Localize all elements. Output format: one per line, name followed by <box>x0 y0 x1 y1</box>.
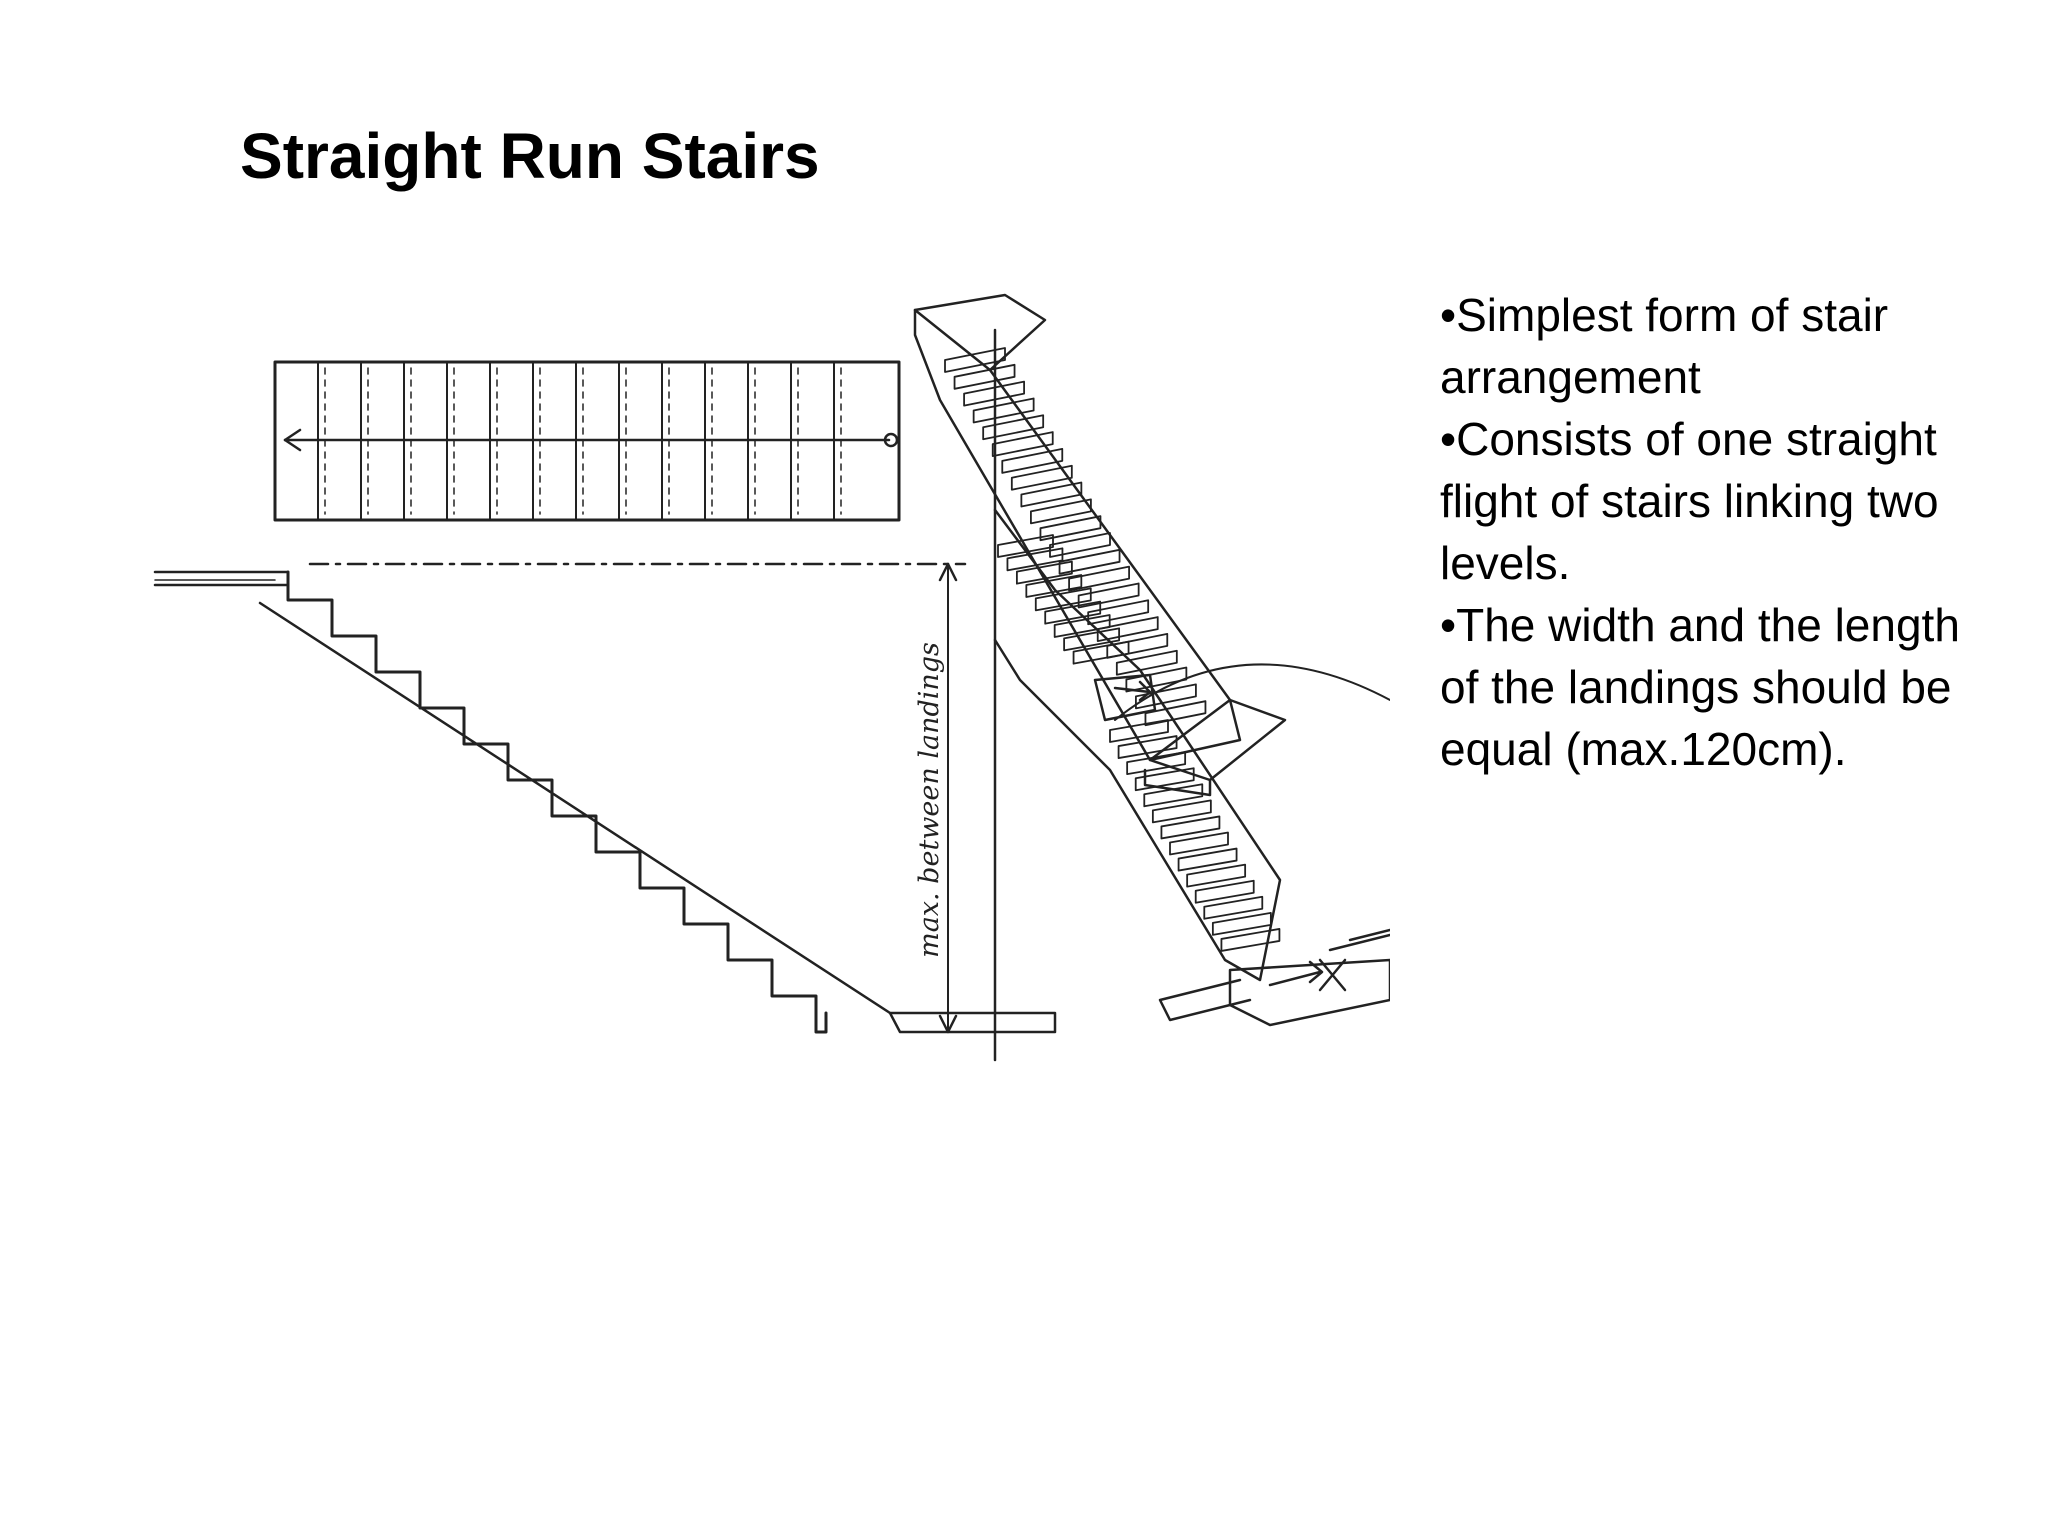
iso-step <box>1039 515 1102 542</box>
iso-step <box>1109 719 1169 743</box>
iso-step <box>997 534 1054 558</box>
iso-step <box>1211 911 1272 936</box>
bullet-text: Consists of one straight flight of stair… <box>1440 413 1939 589</box>
iso-step <box>1115 649 1178 676</box>
iso-step <box>1126 751 1187 776</box>
iso-step <box>1020 481 1083 508</box>
iso-step <box>1034 587 1092 612</box>
mid-landing <box>1093 673 1157 722</box>
iso-step <box>1160 815 1221 840</box>
iso-step <box>1072 640 1130 665</box>
iso-step <box>1220 928 1281 952</box>
bullet-mark: • <box>1440 599 1457 651</box>
iso-step <box>963 380 1025 407</box>
bottom-landing-arrow <box>1268 960 1324 987</box>
iso-step <box>1063 627 1121 652</box>
cross-mark <box>1318 958 1347 992</box>
iso-step <box>1015 560 1073 585</box>
bottom-landing-left <box>1158 978 1252 1022</box>
iso-step <box>1049 532 1111 558</box>
iso-step <box>1117 735 1178 759</box>
plan-outline <box>273 360 901 522</box>
bullet-item: •The width and the length of the landing… <box>1440 594 2000 780</box>
iso-step <box>1169 831 1229 856</box>
iso-step <box>1053 614 1111 638</box>
iso-step <box>1106 633 1169 659</box>
bottom-landing-right <box>1328 928 1390 952</box>
iso-step <box>1001 448 1064 474</box>
upper-flight-top-landing <box>913 293 1047 372</box>
iso-step <box>1134 767 1195 792</box>
plan-start-circle <box>883 432 899 448</box>
iso-step <box>1177 847 1238 872</box>
upper-flight-outline <box>913 308 1242 762</box>
stair-plan-view <box>273 360 901 522</box>
iso-step <box>944 347 1006 373</box>
iso-step <box>1186 863 1247 888</box>
lower-landing-slab <box>888 1011 1057 1034</box>
dimension-arrow-top <box>938 562 958 582</box>
iso-step <box>1068 565 1130 592</box>
section-soffit-line <box>258 601 892 1015</box>
iso-step <box>1203 895 1264 920</box>
dimension-label: max. between landings <box>914 642 945 958</box>
plan-arrow-head <box>283 428 302 452</box>
iso-step <box>1044 600 1102 625</box>
iso-step <box>972 397 1035 424</box>
iso-step <box>1058 548 1121 575</box>
iso-step <box>1151 799 1212 824</box>
upper-flight-steps <box>944 347 1207 727</box>
mid-landing-arrow <box>1113 680 1152 702</box>
iso-step <box>1144 700 1207 727</box>
lower-flight-steps <box>997 534 1281 952</box>
upper-flight-bottom-landing <box>1148 698 1287 782</box>
section-step-profile <box>286 570 828 1034</box>
bullet-item: •Simplest form of stair arrangement <box>1440 284 2000 408</box>
dimension-arrow-bottom <box>938 1014 958 1034</box>
iso-step <box>1030 498 1092 525</box>
iso-step <box>982 414 1045 441</box>
bullet-list: •Simplest form of stair arrangement •Con… <box>1440 284 2000 780</box>
iso-step <box>1143 783 1204 808</box>
iso-step <box>1010 464 1073 491</box>
stair-diagram: max. between landings <box>150 280 1390 1080</box>
bullet-text: The width and the length of the landings… <box>1440 599 1960 775</box>
slide-title: Straight Run Stairs <box>240 120 820 192</box>
bottom-landing <box>1228 958 1390 1027</box>
iso-step <box>1194 879 1255 904</box>
bullet-text: Simplest form of stair arrangement <box>1440 289 1889 403</box>
iso-step <box>1125 666 1188 693</box>
rotation-arc <box>1114 663 1390 721</box>
upper-landing-slab <box>153 570 290 587</box>
iso-step <box>1025 574 1083 598</box>
stair-section-view: max. between landings <box>153 328 1057 1062</box>
bullet-mark: • <box>1440 289 1457 341</box>
iso-step <box>953 363 1016 390</box>
bullet-item: •Consists of one straight flight of stai… <box>1440 408 2000 594</box>
stair-isometric-view <box>913 293 1390 1027</box>
iso-step <box>991 431 1054 457</box>
iso-step <box>1006 547 1064 572</box>
iso-step <box>1096 616 1159 642</box>
bullet-mark: • <box>1440 413 1457 465</box>
